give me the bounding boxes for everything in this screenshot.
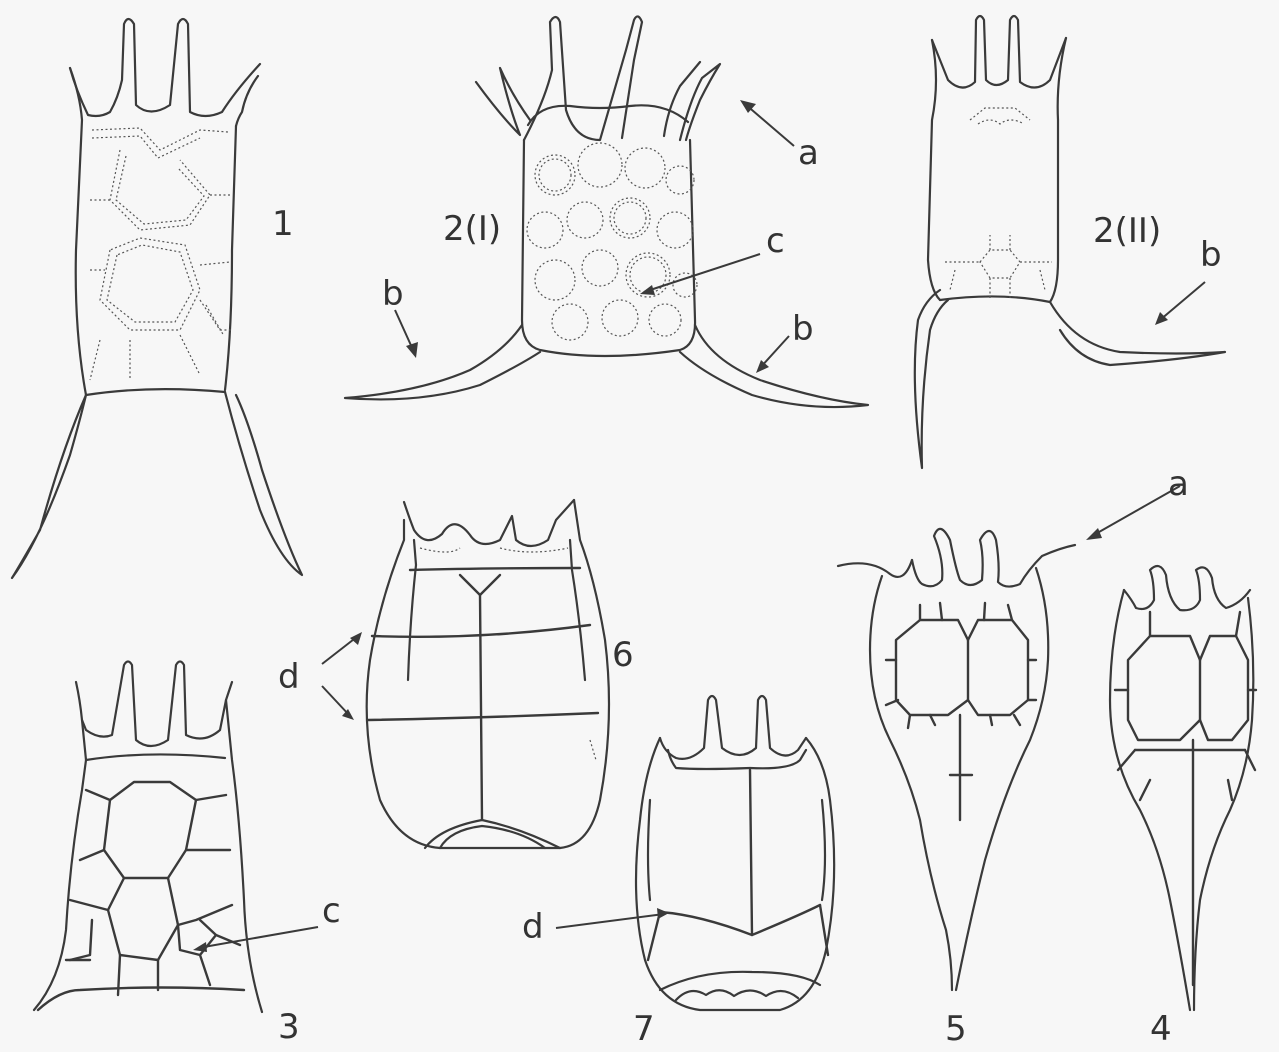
label-d-left: d (278, 657, 300, 697)
label-b-middle: b (792, 309, 814, 349)
figure-7-label: 7 (633, 1009, 655, 1049)
figure-6-label: 6 (612, 635, 634, 675)
label-c-top: c (766, 221, 785, 261)
label-b-left: b (382, 274, 404, 314)
figure-3-label: 3 (278, 1007, 300, 1047)
label-a-right: a (1168, 464, 1189, 504)
figure-7-lorica (636, 696, 834, 1010)
label-c-bottom: c (322, 891, 341, 931)
figure-5-lorica (838, 529, 1075, 990)
figure-5-label: 5 (945, 1009, 967, 1049)
figure-3-lorica (34, 662, 262, 1013)
figure-2ii-label: 2(II) (1093, 211, 1161, 251)
figure-2i-lorica (345, 16, 868, 407)
figure-4-lorica (1110, 566, 1256, 1010)
label-b-right: b (1200, 235, 1222, 275)
figure-6-lorica (367, 500, 609, 848)
figure-4-label: 4 (1150, 1009, 1172, 1049)
figure-2ii-lorica (915, 16, 1225, 468)
figure-2i-label: 2(I) (443, 209, 501, 249)
label-d-bottom: d (522, 907, 544, 947)
figure-1-lorica (12, 19, 302, 578)
label-a-top: a (798, 133, 819, 173)
annotation-arrows (193, 100, 1205, 952)
figure-1-label: 1 (272, 204, 294, 244)
